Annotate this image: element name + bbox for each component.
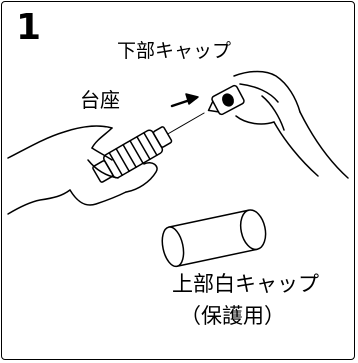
base-component [92,112,205,183]
lower-cap [207,84,245,116]
left-hand [7,125,158,215]
upper-white-cap [161,209,267,268]
protection-label: （保護用） [180,304,285,328]
diagram-frame [1,1,355,360]
lower-cap-label: 下部キャップ [117,40,232,62]
step-number: 1 [16,7,42,48]
upper-cap-label: 上部白キャップ [172,272,319,296]
direction-arrow [170,93,199,108]
right-hand [233,70,349,179]
base-label: 台座 [80,88,120,112]
